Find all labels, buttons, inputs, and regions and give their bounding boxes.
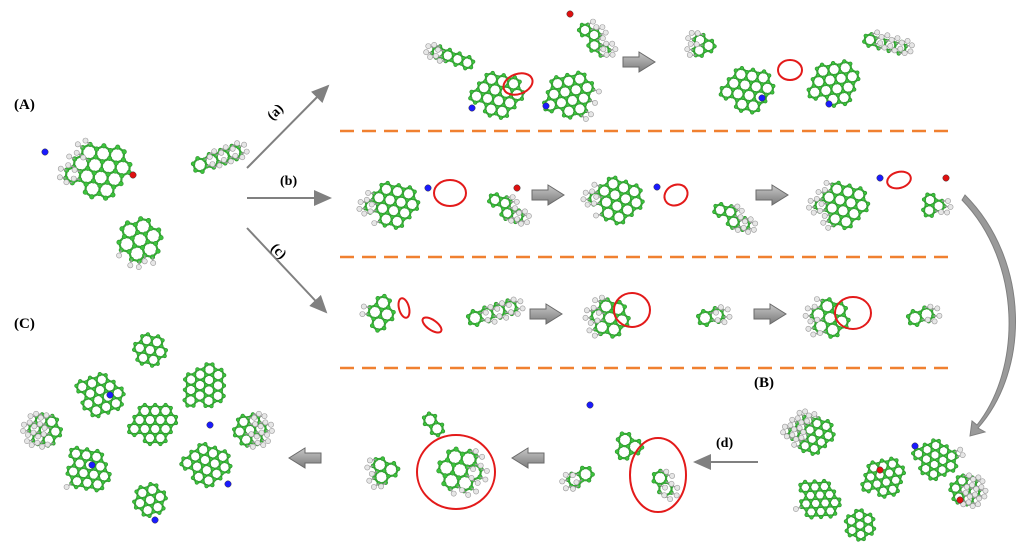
block-arrow-b1 (531, 184, 565, 206)
molecules (20, 10, 989, 542)
highlight-ring-c4 (834, 296, 872, 330)
network-C (20, 332, 275, 524)
highlight-circles (397, 59, 912, 513)
highlight-ring-c2 (421, 316, 443, 334)
highlight-ring-b1 (433, 179, 467, 207)
branch-arrows (246, 84, 758, 470)
block-arrow-a (622, 51, 656, 73)
block-arrow-c2 (753, 303, 787, 325)
highlight-ring-a1 (502, 72, 534, 96)
molecule-A (41, 137, 250, 270)
block-arrow-b2 (755, 184, 789, 206)
molecule-c2 (582, 294, 733, 339)
highlight-ring-b2 (663, 183, 689, 207)
molecule-d1 (559, 401, 681, 502)
curved-arrow-to-B (961, 194, 1017, 437)
block-arrows (288, 51, 789, 469)
molecule-c1 (359, 293, 526, 333)
highlight-ring-c1 (397, 297, 411, 319)
molecule-b2 (580, 175, 759, 235)
molecule-c3 (802, 296, 943, 339)
highlight-ring-d2 (416, 434, 496, 510)
step-label-d: (d) (716, 436, 734, 451)
molecule-b1 (356, 180, 532, 230)
molecule-a-reactant (423, 10, 619, 122)
block-arrow-c1 (529, 303, 563, 325)
molecule-a-product (684, 29, 915, 115)
molecule-d2 (364, 411, 490, 498)
block-arrow-d2 (288, 447, 322, 469)
highlight-ring-c3 (613, 292, 651, 328)
divider-lines (340, 129, 955, 370)
block-arrow-d1 (511, 447, 545, 469)
step-label-b: (b) (280, 174, 298, 189)
highlight-ring-d1 (629, 437, 687, 513)
panel-label-A: (A) (14, 97, 35, 113)
arrow-a (246, 84, 330, 169)
panel-label-C: (C) (14, 316, 35, 332)
arrow-c (246, 227, 328, 314)
aggregate-B (780, 408, 989, 542)
panel-label-B: (B) (754, 375, 774, 391)
highlight-ring-b3 (886, 170, 912, 190)
highlight-ring-a2 (777, 59, 803, 81)
molecule-b3 (806, 174, 954, 231)
